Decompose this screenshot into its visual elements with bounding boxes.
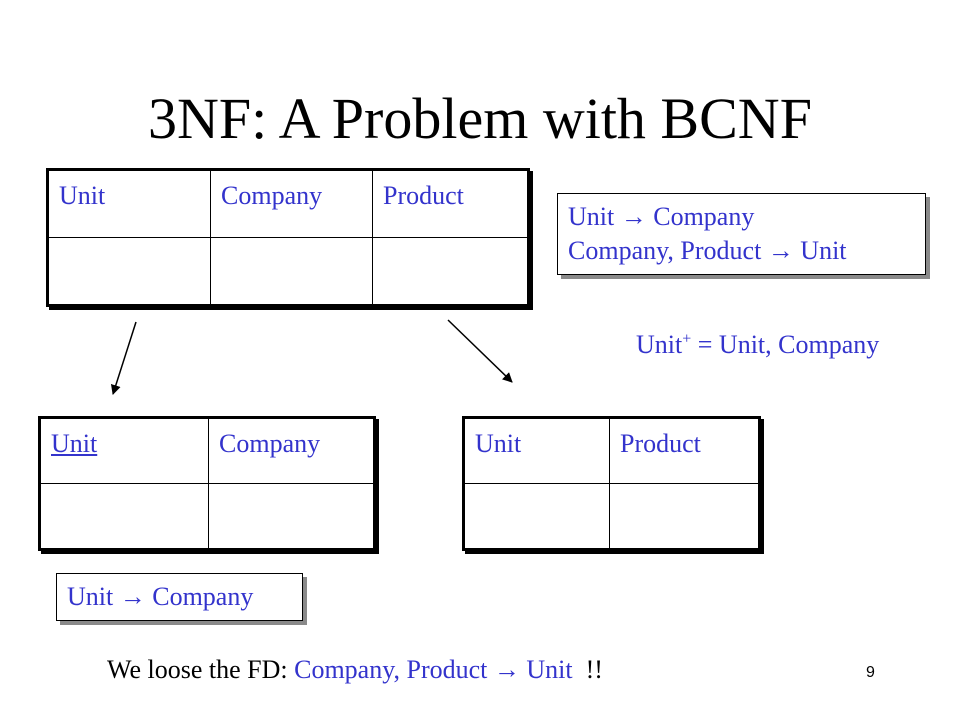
right-table-header-product: Product: [609, 417, 760, 484]
closure-sup: +: [682, 330, 692, 348]
arrow-left: [110, 321, 137, 395]
right-table-cell: [463, 483, 610, 550]
closure-rest: = Unit, Company: [691, 330, 880, 359]
lost-fd: Company, Product → Unit: [294, 655, 573, 684]
fd-line-2: Company, Product → Unit: [568, 236, 847, 265]
right-relation-table: Unit Product: [462, 416, 761, 551]
left-table-cell: [39, 483, 209, 550]
left-fd-box: Unit → Company: [56, 573, 303, 621]
left-table-header-unit: Unit: [39, 417, 209, 484]
bottom-prefix: We loose the FD:: [107, 655, 295, 684]
right-table-header-unit: Unit: [463, 417, 610, 484]
page-number: 9: [866, 664, 875, 681]
main-table-cell: [210, 237, 373, 306]
main-relation-table: Unit Company Product: [46, 168, 530, 307]
main-table-cell: [372, 237, 529, 306]
closure-base: Unit: [636, 330, 683, 359]
right-table-cell: [609, 483, 760, 550]
left-table-cell: [208, 483, 375, 550]
main-table-header-product: Product: [372, 169, 529, 238]
fd-box: Unit → Company Company, Product → Unit: [557, 193, 926, 275]
fd-line-1: Unit → Company: [568, 202, 755, 231]
left-table-header-company: Company: [208, 417, 375, 484]
unit-closure: Unit+ = Unit, Company: [636, 330, 879, 360]
key-attribute-unit: Unit: [51, 429, 98, 458]
bottom-suffix: !!: [572, 655, 603, 684]
arrow-right: [447, 319, 513, 383]
main-table-cell: [47, 237, 211, 306]
left-relation-table: Unit Company: [38, 416, 376, 551]
bottom-note: We loose the FD: Company, Product → Unit…: [107, 655, 603, 685]
slide-title: 3NF: A Problem with BCNF: [148, 86, 812, 151]
